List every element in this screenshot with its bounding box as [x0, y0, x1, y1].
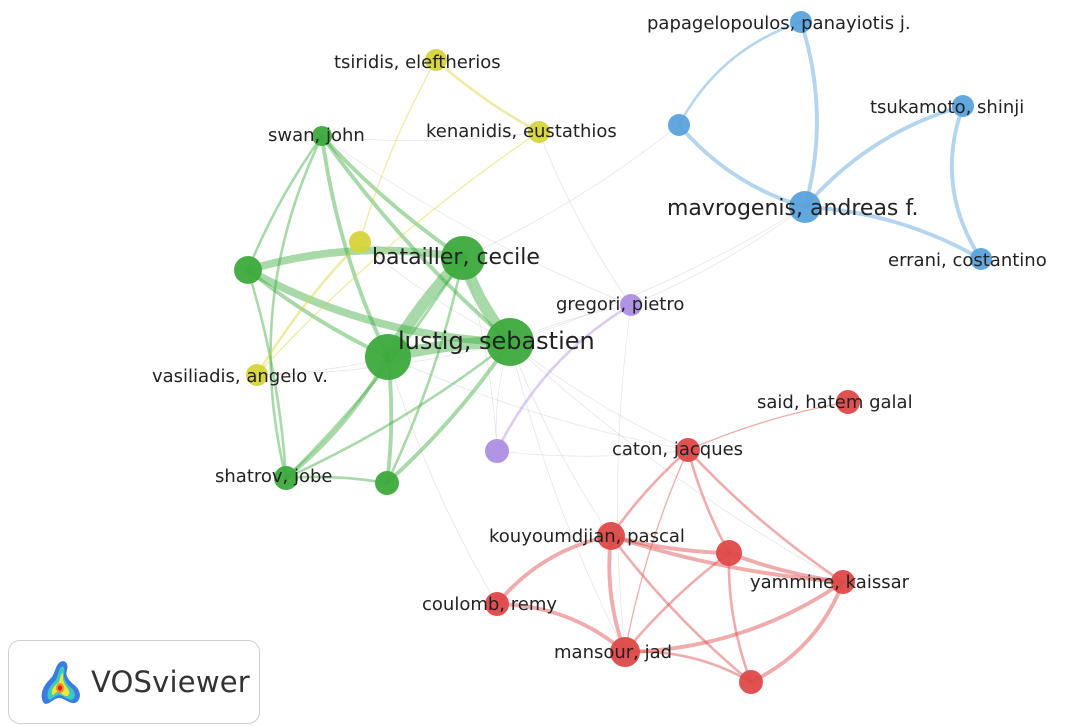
node-label-gregori: gregori, pietro — [556, 294, 684, 315]
link-caton-kouyoumdjian — [609, 448, 690, 538]
node-g_lustig2[interactable] — [365, 334, 411, 380]
link-p_bottom-caton — [496, 449, 689, 457]
link-g_left-lustig — [244, 266, 514, 346]
node-label-coulomb: coulomb, remy — [422, 594, 557, 615]
link-r_right-mansour — [623, 551, 731, 654]
link-lustig-caton — [509, 341, 689, 451]
vosviewer-logo-icon — [41, 661, 80, 704]
link-tsiridis-kenanidis — [434, 58, 541, 134]
link-kouyoumdjian-mansour — [607, 534, 627, 654]
link-kenanidis-vasiliadis — [256, 131, 540, 376]
node-mansour[interactable] — [610, 637, 640, 667]
node-coulomb[interactable] — [485, 592, 509, 616]
link-swan-shatrov — [269, 134, 324, 480]
link-said-caton — [687, 401, 849, 451]
link-swan-gregori — [321, 135, 632, 306]
link-gregori-p_bottom — [495, 303, 633, 453]
node-g_left[interactable] — [234, 256, 262, 284]
link-tsukamoto-mavrogenis — [803, 104, 965, 209]
link-shatrov-g_left — [246, 268, 288, 480]
link-y_mid-vasiliadis — [255, 240, 362, 377]
node-label-lustig: lustig, sebastien — [398, 327, 595, 355]
link-b_left-mavrogenis — [677, 123, 807, 209]
link-r_right-r_bottom — [727, 551, 753, 684]
node-label-caton: caton, jacques — [612, 439, 743, 460]
link-yammine-r_bottom — [749, 580, 845, 684]
link-kenanidis-gregori — [538, 131, 632, 306]
link-swan-bataillier — [320, 134, 465, 260]
node-p_bottom[interactable] — [485, 439, 509, 463]
node-label-mavrogenis: mavrogenis, andreas f. — [667, 196, 919, 221]
node-lustig[interactable] — [486, 318, 534, 366]
node-label-kenanidis: kenanidis, eustathios — [426, 121, 617, 142]
node-swan[interactable] — [312, 126, 332, 146]
vosviewer-label: VOSviewer — [91, 665, 250, 699]
node-label-vasiliadis: vasiliadis, angelo v. — [152, 366, 328, 387]
link-bataillier-b_left — [462, 124, 680, 259]
link-kouyoumdjian-yammine — [609, 534, 845, 584]
link-lustig-kouyoumdjian — [509, 341, 612, 537]
link-lustig-mavrogenis — [509, 206, 806, 343]
link-gregori-mansour — [617, 304, 632, 653]
node-shatrov[interactable] — [274, 466, 298, 490]
node-g_bottom[interactable] — [375, 471, 399, 495]
link-lustig-yammine — [509, 341, 844, 583]
node-label-shatrov: shatrov, jobe — [215, 466, 333, 487]
link-g_lustig2-caton — [387, 356, 689, 451]
node-kenanidis[interactable] — [528, 121, 550, 143]
link-mavrogenis-errani — [803, 205, 983, 261]
node-label-papagelopoulos: papagelopoulos, panayiotis j. — [647, 13, 911, 34]
node-vasiliadis[interactable] — [246, 364, 268, 386]
link-papagelopoulos-b_left — [677, 20, 803, 127]
link-kouyoumdjian-r_bottom — [609, 534, 753, 684]
node-tsiridis[interactable] — [425, 49, 447, 71]
vosviewer-badge: VOSviewer — [8, 640, 260, 724]
link-kouyoumdjian-coulomb — [495, 534, 613, 606]
link-swan-g_left — [246, 134, 324, 272]
link-coulomb-mansour — [495, 602, 627, 654]
link-lustig-mansour — [509, 341, 626, 653]
node-r_bottom[interactable] — [739, 670, 763, 694]
link-tsiridis-y_mid — [359, 59, 437, 243]
node-errani[interactable] — [970, 248, 992, 270]
node-yammine[interactable] — [831, 570, 855, 594]
node-label-mansour: mansour, jad — [554, 642, 672, 663]
node-said[interactable] — [836, 390, 860, 414]
node-papagelopoulos[interactable] — [790, 11, 812, 33]
node-label-tsukamoto: tsukamoto, shinji — [870, 97, 1024, 118]
node-label-errani: errani, costantino — [888, 250, 1047, 271]
node-label-tsiridis: tsiridis, eleftherios — [334, 52, 501, 73]
node-bataillier[interactable] — [441, 236, 485, 280]
node-gregori[interactable] — [620, 294, 642, 316]
link-gregori-mavrogenis — [630, 206, 806, 306]
node-mavrogenis[interactable] — [789, 191, 821, 223]
node-tsukamoto[interactable] — [952, 95, 974, 117]
nodes-layer — [234, 11, 992, 694]
link-shatrov-lustig — [284, 340, 512, 480]
link-g_bottom-bataillier — [385, 256, 465, 485]
link-g_lustig2-coulomb — [387, 356, 498, 605]
link-swan-g_lustig2 — [320, 134, 390, 359]
link-papagelopoulos-mavrogenis — [799, 20, 819, 209]
node-label-said: said, hatem galal — [757, 392, 913, 413]
node-label-bataillier: batailler, cecile — [372, 245, 540, 270]
link-swan-kenanidis — [321, 131, 540, 141]
link-p_bottom-bataillier — [462, 257, 498, 452]
labels-layer: batailler, cecile lustig, sebastien swan, … — [152, 13, 1047, 663]
node-label-kouyoumdjian: kouyoumdjian, pascal — [489, 526, 685, 547]
node-label-swan: swan, john — [268, 125, 365, 146]
node-label-yammine: yammine, kaissar — [750, 572, 910, 593]
link-yammine-mansour — [623, 580, 845, 654]
link-caton-yammine — [686, 448, 845, 584]
node-r_right[interactable] — [716, 540, 742, 566]
node-caton[interactable] — [676, 438, 700, 462]
link-tsukamoto-errani — [949, 104, 983, 261]
node-b_left[interactable] — [668, 114, 690, 136]
link-swan-lustig — [320, 134, 512, 344]
link-caton-mansour — [624, 449, 689, 653]
node-y_mid[interactable] — [349, 231, 371, 253]
link-caton-r_right — [686, 448, 731, 555]
node-kouyoumdjian[interactable] — [597, 522, 625, 550]
